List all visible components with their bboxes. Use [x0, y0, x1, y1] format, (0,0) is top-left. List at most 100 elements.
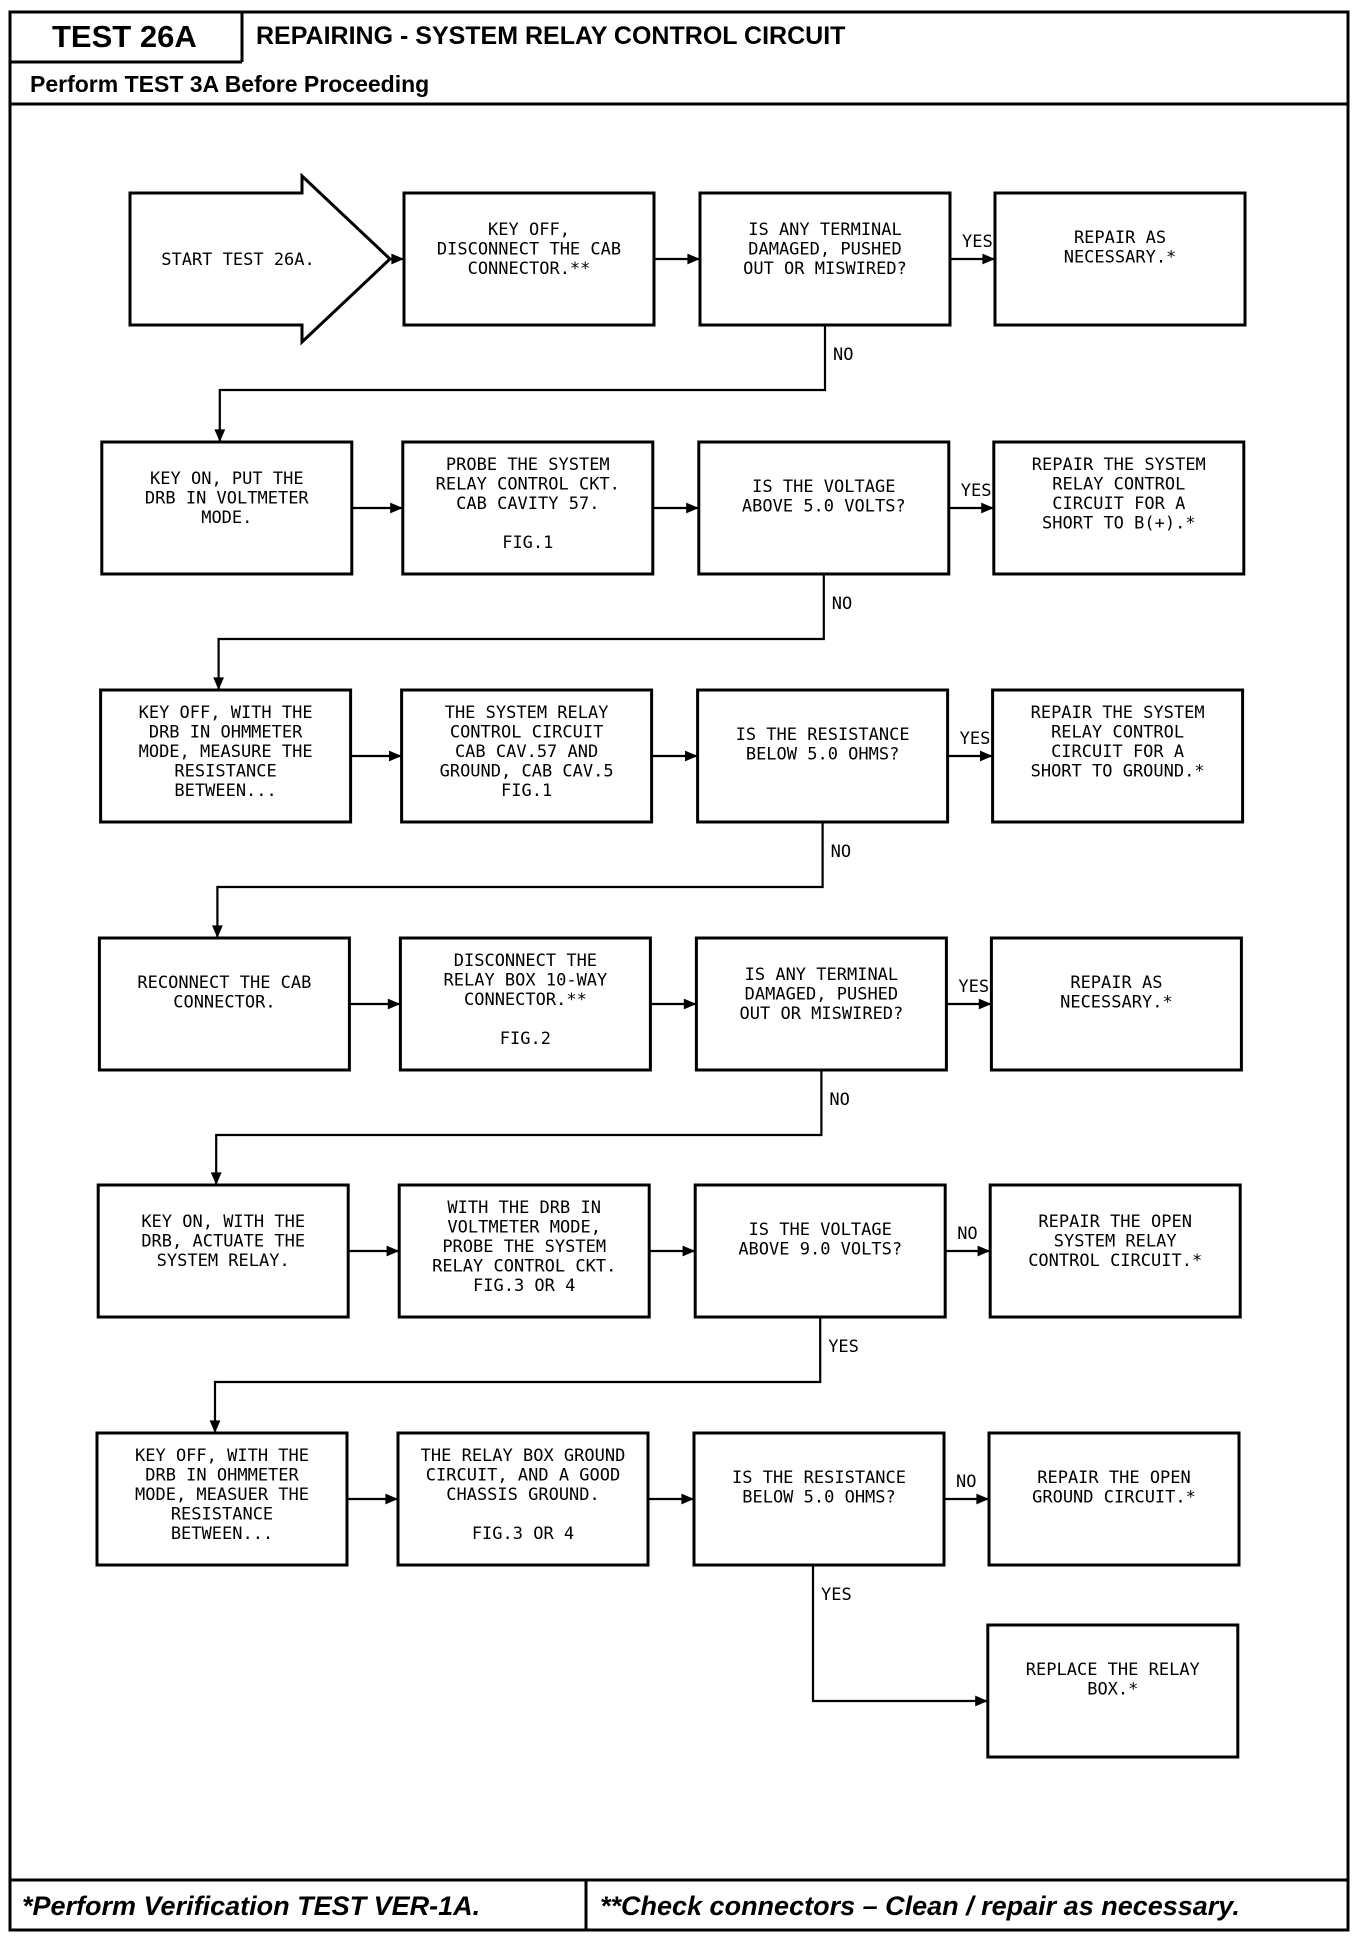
connector-line: [218, 325, 827, 442]
arrowhead: [214, 429, 226, 442]
connector-line: [216, 822, 824, 938]
process-box: [396, 1431, 650, 1567]
process-box: [992, 440, 1246, 576]
edge-label: NO: [957, 1224, 977, 1244]
node-text-line: KEY ON, WITH THE: [141, 1212, 305, 1232]
node-text-line: GROUND CIRCUIT.*: [1032, 1488, 1196, 1508]
node-text-line: REPAIR THE OPEN: [1037, 1468, 1191, 1488]
flow-edge-r6c2-r6c3: [648, 1493, 694, 1505]
process-box: [402, 191, 656, 327]
node-text-line: FIG.1: [502, 533, 553, 553]
arrowhead: [975, 1695, 988, 1707]
edge-label: NO: [833, 345, 853, 365]
node-text-line: DISCONNECT THE CAB: [437, 240, 621, 260]
node-text-line: IS THE RESISTANCE: [736, 725, 910, 745]
edge-label: YES: [961, 481, 992, 501]
node-text-line: PROBE THE SYSTEM: [446, 455, 610, 475]
node-text-line: IS ANY TERMINAL: [745, 965, 899, 985]
arrowhead: [389, 750, 402, 762]
node-text-line: BETWEEN...: [171, 1524, 273, 1544]
process-box: [993, 191, 1247, 327]
node-text-line: REPAIR AS: [1074, 228, 1166, 248]
process-box: [987, 1431, 1241, 1567]
arrowhead: [209, 1420, 221, 1433]
process-box: [401, 440, 655, 576]
node-text-line: DRB IN OHMMETER: [145, 1466, 299, 1486]
node-text-line: CONNECTOR.**: [468, 259, 591, 279]
process-box: [692, 1431, 946, 1567]
flow-edge-r4c3-r5c1: NO: [210, 1070, 850, 1185]
node-text-line: CONTROL CIRCUIT.*: [1028, 1251, 1202, 1271]
flow-edge-r3c1-r3c2: [350, 750, 402, 762]
node-text-line: FIG.3 OR 4: [473, 1276, 575, 1296]
arrowhead: [685, 750, 698, 762]
node-text-line: KEY OFF, WITH THE: [139, 703, 313, 723]
node-text-line: SHORT TO GROUND.*: [1031, 762, 1205, 782]
edge-label: YES: [821, 1585, 852, 1605]
flow-edge-r4c2-r4c3: [650, 998, 697, 1010]
process-box: [96, 1183, 350, 1319]
flow-edge-r6c3-r6c4: NO: [944, 1472, 989, 1505]
arrowhead: [681, 1493, 694, 1505]
flow-edge-r6c3-r7c4: YES: [811, 1565, 988, 1707]
flow-edge-r5c2-r5c3: [649, 1245, 696, 1257]
node-text-line: CAB CAVITY 57.: [456, 494, 599, 514]
node-text-line: BOX.*: [1087, 1680, 1138, 1700]
flow-edge-r5c3-r6c1: YES: [209, 1317, 859, 1433]
edge-label: YES: [958, 977, 989, 997]
arrowhead: [387, 998, 401, 1010]
process-box: [97, 936, 351, 1072]
node-text-line: KEY OFF,: [488, 220, 570, 240]
node-text-line: PROBE THE SYSTEM: [442, 1237, 606, 1257]
arrowhead: [687, 253, 700, 265]
node-text-line: REPAIR AS: [1070, 973, 1162, 993]
node-text-line: ABOVE 9.0 VOLTS?: [738, 1240, 902, 1260]
process-box: [989, 936, 1243, 1072]
flow-edge-r2c2-r2c3: [652, 502, 699, 514]
node-text-line: KEY OFF, WITH THE: [135, 1446, 309, 1466]
flow-edge-r5c3-r5c4: NO: [945, 1224, 991, 1257]
arrowhead: [683, 998, 697, 1010]
node-text-line: WITH THE DRB IN: [447, 1198, 601, 1218]
node-text-line: MODE, MEASUER THE: [135, 1485, 309, 1505]
process-box: [95, 1431, 349, 1567]
arrowhead: [390, 502, 403, 514]
node-text-line: RELAY CONTROL CKT.: [436, 475, 620, 495]
node-text-line: BELOW 5.0 OHMS?: [746, 745, 900, 765]
flow-edge-r6c1-r6c2: [347, 1493, 398, 1505]
node-text-line: FIG.3 OR 4: [472, 1524, 574, 1544]
flow-edge-r4c3-r4c4: YES: [946, 977, 992, 1010]
node-text-line: REPAIR THE SYSTEM: [1031, 703, 1205, 723]
node-text-line: DAMAGED, PUSHED: [745, 985, 899, 1005]
edge-label: NO: [832, 594, 852, 614]
node-text-line: CHASSIS GROUND.: [446, 1485, 600, 1505]
edge-label: YES: [962, 232, 993, 252]
edge-label: NO: [831, 842, 851, 862]
node-text-line: RELAY BOX 10-WAY: [444, 971, 608, 991]
node-text-line: CONNECTOR.: [173, 993, 275, 1013]
node-text-line: FIG.1: [501, 781, 552, 801]
node-text-line: FIG.2: [500, 1029, 551, 1049]
node-text-line: OUT OR MISWIRED?: [740, 1004, 904, 1024]
edge-label: NO: [956, 1472, 976, 1492]
node-text-line: IS ANY TERMINAL: [748, 220, 902, 240]
connector-line: [811, 1565, 988, 1703]
node-text-line: MODE, MEASURE THE: [139, 742, 313, 762]
node-text-line: DRB IN VOLTMETER: [145, 489, 310, 509]
node-text-line: REPAIR THE SYSTEM: [1032, 455, 1206, 475]
node-text-line: CIRCUIT, AND A GOOD: [426, 1466, 620, 1486]
connector-line: [213, 1317, 822, 1433]
node-text-line: SYSTEM RELAY: [1054, 1232, 1177, 1252]
process-box: [99, 688, 353, 824]
node-text-line: NECESSARY.*: [1060, 993, 1173, 1013]
